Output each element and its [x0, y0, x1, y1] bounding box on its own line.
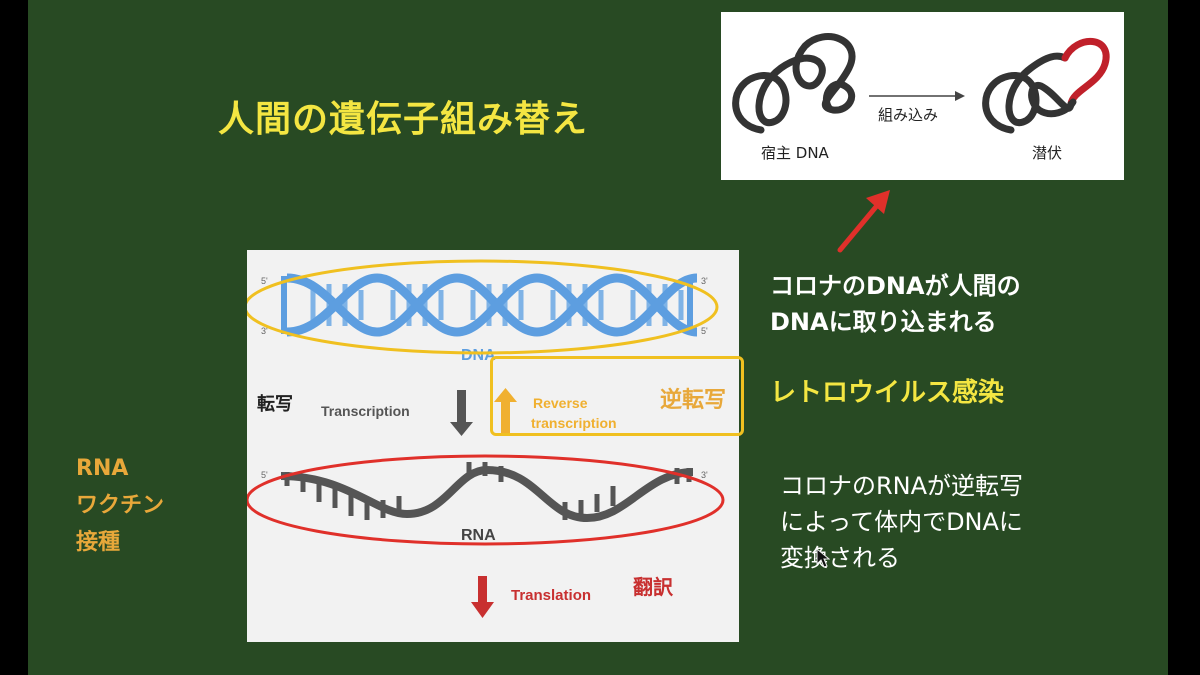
reverse-transcription-box: [490, 356, 744, 436]
host-dna-label: 宿主 DNA: [761, 144, 829, 162]
retrovirus-infection-label: レトロウイルス感染: [770, 378, 1005, 408]
dna-end-right-top: 3': [701, 276, 708, 286]
rna-end-left: 5': [261, 470, 268, 480]
latent-dna-knot: [982, 38, 1110, 134]
rna-label: RNA: [461, 527, 496, 544]
translation-jp: 翻訳: [633, 575, 674, 599]
rna-highlight-ellipse: [245, 454, 725, 546]
reverse-transcription-arrow: [494, 388, 517, 436]
note-dna-integration-line1: コロナのDNAが人間の: [770, 272, 1021, 300]
transcription-arrow: [450, 390, 473, 436]
dna-label: DNA: [461, 347, 496, 364]
rna-end-right: 3': [701, 470, 708, 480]
rna-vaccine-line3: 接種: [76, 530, 121, 555]
dna-end-right-bottom: 5': [701, 326, 708, 336]
note-reverse-transcription-line2: によって体内でDNAに: [780, 508, 1023, 536]
transcription-jp: 転写: [257, 393, 293, 415]
note-dna-integration: コロナのDNAが人間の DNAに取り込まれる: [770, 268, 1130, 340]
reverse-transcription-en-1: Reverse: [533, 395, 588, 411]
integration-panel: 組み込み 宿主 DNA 潜伏: [721, 12, 1124, 180]
reverse-transcription-jp: 逆転写: [660, 388, 727, 413]
central-dogma-diagram: 5' 3' 3' 5' DNA 転写 Transcription Reverse…: [243, 259, 725, 618]
integration-arrowhead: [955, 91, 965, 101]
note-reverse-transcription-line1: コロナのRNAが逆転写: [780, 472, 1024, 500]
dna-helix: [281, 273, 698, 337]
host-dna-knot: [732, 33, 856, 134]
dna-end-left-top: 5': [261, 276, 268, 286]
integration-diagram: [732, 33, 1110, 134]
note-dna-integration-line2: DNAに取り込まれる: [770, 308, 997, 336]
translation-arrow: [471, 576, 494, 618]
rna-vaccine-line1: RNA: [76, 456, 129, 481]
note-reverse-transcription: コロナのRNAが逆転写 によって体内でDNAに 変換される: [780, 468, 1140, 576]
latent-label: 潜伏: [1032, 144, 1063, 162]
rna-vaccine-label: RNA ワクチン 接種: [76, 450, 226, 561]
reverse-transcription-en-2: transcription: [531, 415, 617, 431]
dna-end-left-bottom: 3': [261, 326, 268, 336]
diagram-panel: 5' 3' 3' 5' DNA 転写 Transcription Reverse…: [243, 250, 739, 642]
rna-vaccine-line2: ワクチン: [76, 493, 165, 518]
note-reverse-transcription-line3: 変換される: [780, 544, 900, 572]
slide: 人間の遺伝子組み替え 組み込み 宿主 DNA 潜伏: [28, 0, 1168, 675]
translation-en: Translation: [511, 587, 591, 604]
red-pointer-arrow: [837, 190, 890, 253]
rna-strand: [280, 462, 694, 523]
mouse-cursor-icon: [816, 548, 830, 568]
slide-title: 人間の遺伝子組み替え: [218, 99, 589, 140]
transcription-en: Transcription: [321, 403, 410, 419]
integration-arrow-label: 組み込み: [878, 106, 939, 124]
